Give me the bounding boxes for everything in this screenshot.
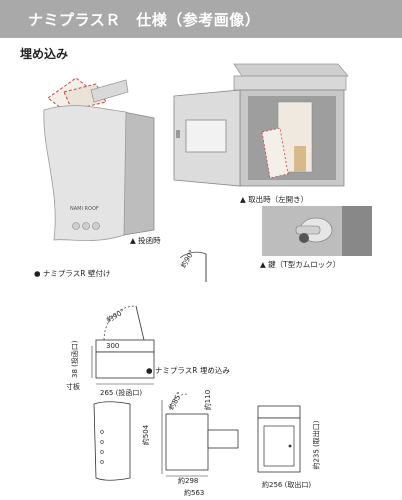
- drawing-front-view: [93, 401, 131, 481]
- dim-depth-265: 265 (投函口): [100, 389, 143, 397]
- mailbox-open-photo: NAMI ROOF: [43, 77, 155, 241]
- drawing-rear-view: [257, 405, 301, 473]
- dim-width-563: 約563: [184, 489, 205, 497]
- lock-caption: ▲ 鍵（T型カムロック）: [260, 260, 341, 269]
- dim-height-504: 約504: [142, 424, 151, 446]
- door-open-caption: ▲ 取出時（左開き）: [240, 195, 309, 204]
- page-title: ナミプラスＲ 仕様（参考画像）: [28, 11, 261, 29]
- brand-label: NAMI ROOF: [70, 206, 99, 212]
- dim-depth-110: 約110: [204, 389, 213, 411]
- drawing-side-view: [161, 393, 239, 477]
- dim-width-298: 約298: [178, 477, 199, 485]
- dim-height-38: 38 (投函口): [71, 340, 79, 378]
- dim-side-label: 寸板: [66, 383, 80, 391]
- dim-width-300: 300: [106, 342, 120, 350]
- header-bar: ナミプラスＲ 仕様（参考画像）: [0, 0, 402, 38]
- wall-caption: ● ナミプラスR 壁付け: [34, 269, 111, 278]
- lock-photo: [262, 206, 372, 256]
- drawing-top-view: [91, 305, 155, 385]
- mailbox-door-open-photo: [173, 63, 349, 187]
- dim-height-235: 約235 (取出口): [312, 420, 321, 470]
- open-caption: ▲ 投函時: [130, 236, 161, 245]
- embed-caption: ● ナミプラスR 埋め込み: [146, 366, 230, 375]
- angle-sketch: [179, 251, 207, 282]
- dim-width-256: 約256 (取出口): [262, 481, 312, 489]
- section-title: 埋め込み: [20, 47, 69, 61]
